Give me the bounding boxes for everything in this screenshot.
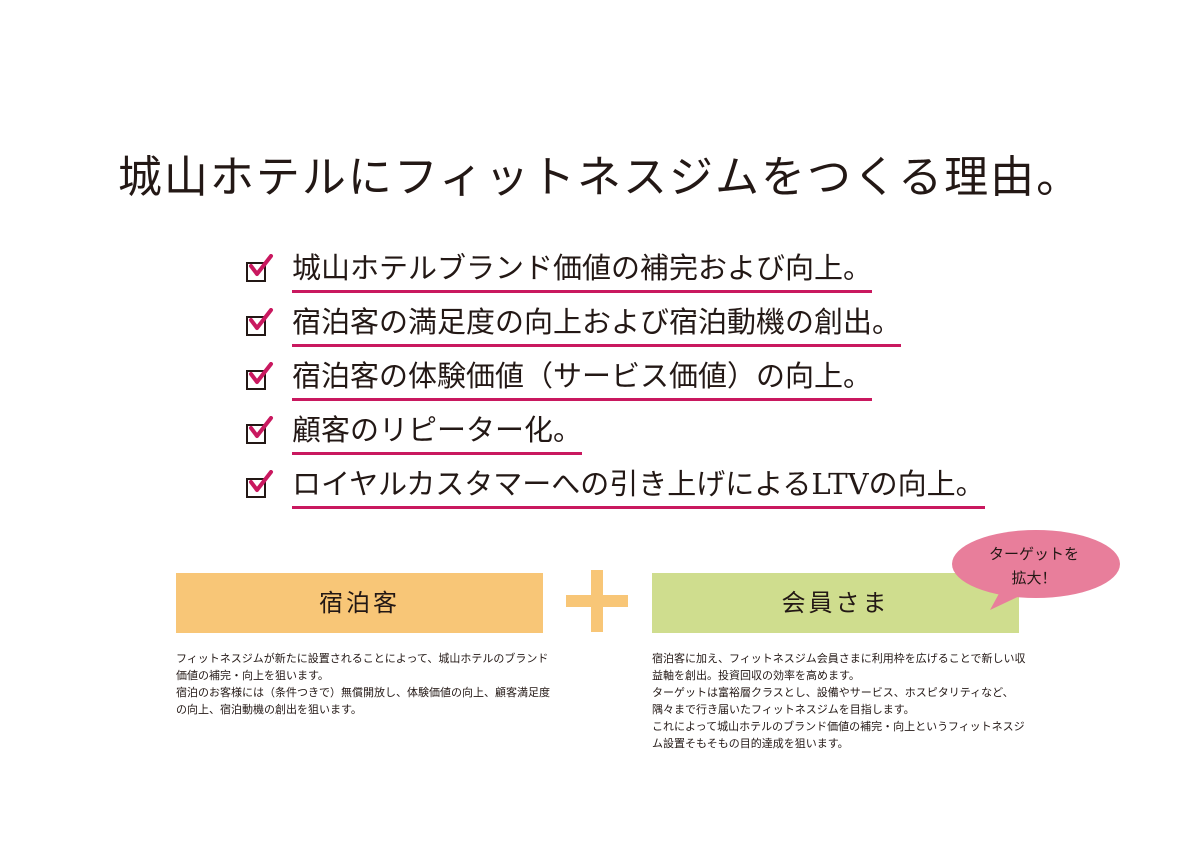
speech-bubble-shape — [952, 530, 1120, 610]
check-icon — [246, 470, 273, 500]
speech-bubble: ターゲットを 拡大！ — [950, 542, 1118, 590]
member-description: 宿泊客に加え、フィットネスジム会員さまに利用枠を広げることで新しい収益軸を創出。… — [652, 650, 1032, 752]
reason-item: 顧客のリピーター化。 — [246, 412, 985, 466]
bubble-line: ターゲットを — [988, 545, 1079, 563]
description-paragraph: ターゲットは富裕層クラスとし、設備やサービス、ホスピタリティなど、隅々まで行き届… — [652, 686, 1014, 716]
reason-list: 城山ホテルブランド価値の補完および向上。 宿泊客の満足度の向上および宿泊動機の創… — [246, 250, 985, 520]
reason-item: 宿泊客の体験価値（サービス価値）の向上。 — [246, 358, 985, 412]
page-title: 城山ホテルにフィットネスジムをつくる理由。 — [117, 152, 1083, 203]
reason-text: 宿泊客の満足度の向上および宿泊動機の創出。 — [292, 304, 902, 347]
reason-item: ロイヤルカスタマーへの引き上げによるLTVの向上。 — [246, 466, 985, 520]
check-icon — [246, 362, 273, 392]
plus-icon — [566, 570, 628, 632]
check-icon — [246, 254, 273, 284]
reason-text: 城山ホテルブランド価値の補完および向上。 — [292, 250, 873, 293]
description-paragraph: 宿泊のお客様には（条件つきで）無償開放し、体験価値の向上、顧客満足度の向上、宿泊… — [176, 686, 550, 716]
description-paragraph: 宿泊客に加え、フィットネスジム会員さまに利用枠を広げることで新しい収益軸を創出。… — [652, 652, 1026, 682]
member-label-box: 会員さま — [652, 573, 1019, 633]
guest-description: フィットネスジムが新たに設置されることによって、城山ホテルのブランド価値の補完・… — [176, 650, 556, 718]
reason-text: 顧客のリピーター化。 — [292, 412, 583, 455]
reason-item: 宿泊客の満足度の向上および宿泊動機の創出。 — [246, 304, 985, 358]
description-paragraph: これによって城山ホテルのブランド価値の補完・向上というフィットネスジム設置そもそ… — [652, 720, 1025, 750]
reason-text: 宿泊客の体験価値（サービス価値）の向上。 — [292, 358, 873, 401]
guest-label-box: 宿泊客 — [176, 573, 543, 633]
check-icon — [246, 416, 273, 446]
description-paragraph: フィットネスジムが新たに設置されることによって、城山ホテルのブランド価値の補完・… — [176, 652, 549, 682]
bubble-line: 拡大！ — [1011, 569, 1057, 587]
reason-item: 城山ホテルブランド価値の補完および向上。 — [246, 250, 985, 304]
check-icon — [246, 308, 273, 338]
reason-text: ロイヤルカスタマーへの引き上げによるLTVの向上。 — [292, 466, 985, 509]
